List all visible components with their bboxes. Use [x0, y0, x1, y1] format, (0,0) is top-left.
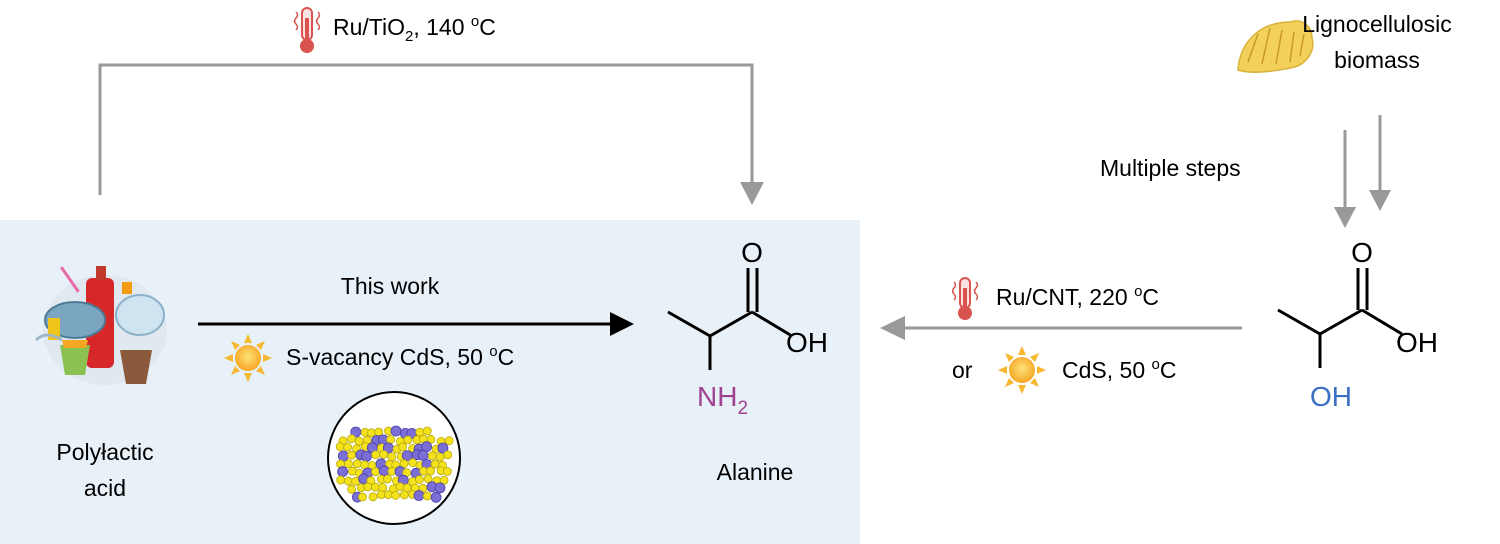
cds-label: CdS, 50 oC — [1062, 356, 1176, 383]
s-atom — [344, 459, 353, 469]
s-atom — [335, 442, 345, 452]
s-atom — [435, 452, 445, 462]
cd-atom — [413, 490, 425, 501]
cds-crystal-structure-icon — [327, 391, 461, 525]
cd-atom — [437, 442, 449, 454]
s-atom — [387, 452, 397, 462]
alanine-carbonyl-o: O — [741, 237, 763, 268]
cd-atom — [337, 450, 349, 462]
pla-label-line2: acid — [84, 475, 126, 501]
this-work-arrow — [198, 312, 634, 336]
s-atom — [422, 491, 432, 501]
cd-atom — [434, 482, 446, 494]
this-work-catalyst-label: S-vacancy CdS, 50 oC — [286, 343, 514, 370]
multiple-steps-label: Multiple steps — [1100, 155, 1241, 181]
cd-atom — [390, 425, 402, 437]
s-atom — [363, 482, 373, 492]
cd-atom — [361, 450, 372, 462]
lactic-to-alanine-arrow — [880, 316, 1242, 340]
alanine-structure — [667, 268, 793, 370]
cd-atom — [430, 491, 442, 503]
s-atom — [386, 435, 396, 445]
s-atom — [427, 451, 437, 461]
s-atom — [423, 474, 433, 484]
top-route-arrow — [98, 63, 764, 205]
s-atom — [439, 475, 449, 485]
pla-label-line1: Polyłactic — [56, 439, 153, 465]
lactic-acid-oh: OH — [1396, 327, 1438, 358]
s-atom — [379, 450, 389, 459]
sun-icon — [224, 334, 272, 382]
biomass-label-line1: Lignocellulosic — [1302, 11, 1452, 37]
alanine-oh: OH — [786, 327, 828, 358]
top-catalyst-label: Ru/TiO2, 140 oC — [333, 13, 496, 45]
lactic-hydroxyl-oh: OH — [1310, 381, 1352, 412]
s-atom — [383, 490, 393, 500]
s-atom — [398, 442, 408, 452]
or-label: or — [952, 357, 973, 383]
s-atom — [391, 490, 401, 500]
s-atom — [422, 426, 432, 436]
s-atom — [358, 492, 367, 502]
s-atom — [352, 459, 362, 469]
s-atom — [347, 484, 357, 494]
s-atom — [399, 459, 409, 469]
s-atom — [426, 466, 436, 476]
s-atom — [371, 482, 380, 492]
thermometer-icon — [951, 277, 979, 320]
alanine-nh2: NH2 — [697, 381, 748, 419]
cd-atom — [337, 466, 349, 478]
alanine-name-label: Alanine — [717, 459, 794, 485]
s-atom — [442, 467, 452, 476]
plastic-waste-icon — [34, 266, 167, 385]
s-atom — [443, 450, 453, 460]
biomass-straw-icon — [1237, 20, 1314, 73]
this-work-label: This work — [341, 273, 440, 299]
s-atom — [343, 476, 353, 486]
s-atom — [403, 435, 413, 445]
s-atom — [347, 450, 357, 460]
biomass-label-line2: biomass — [1334, 47, 1420, 73]
lactic-carbonyl-o: O — [1351, 237, 1373, 268]
s-atom — [368, 492, 378, 502]
s-atom — [415, 475, 424, 484]
s-atom — [399, 490, 409, 500]
s-atom — [426, 434, 436, 444]
thermometer-icon — [293, 7, 321, 53]
s-atom — [336, 475, 346, 485]
s-atom — [383, 474, 392, 484]
s-atom — [366, 428, 376, 438]
s-atom — [444, 436, 454, 446]
biomass-down-arrows — [1334, 115, 1391, 228]
s-atom — [371, 450, 381, 460]
s-atom — [347, 434, 357, 444]
sun-icon — [998, 346, 1046, 394]
s-atom — [371, 467, 380, 477]
lactic-acid-structure — [1277, 268, 1403, 368]
ru-cnt-label: Ru/CNT, 220 oC — [996, 283, 1159, 310]
s-atom — [343, 442, 353, 452]
cd-atom — [417, 449, 429, 461]
